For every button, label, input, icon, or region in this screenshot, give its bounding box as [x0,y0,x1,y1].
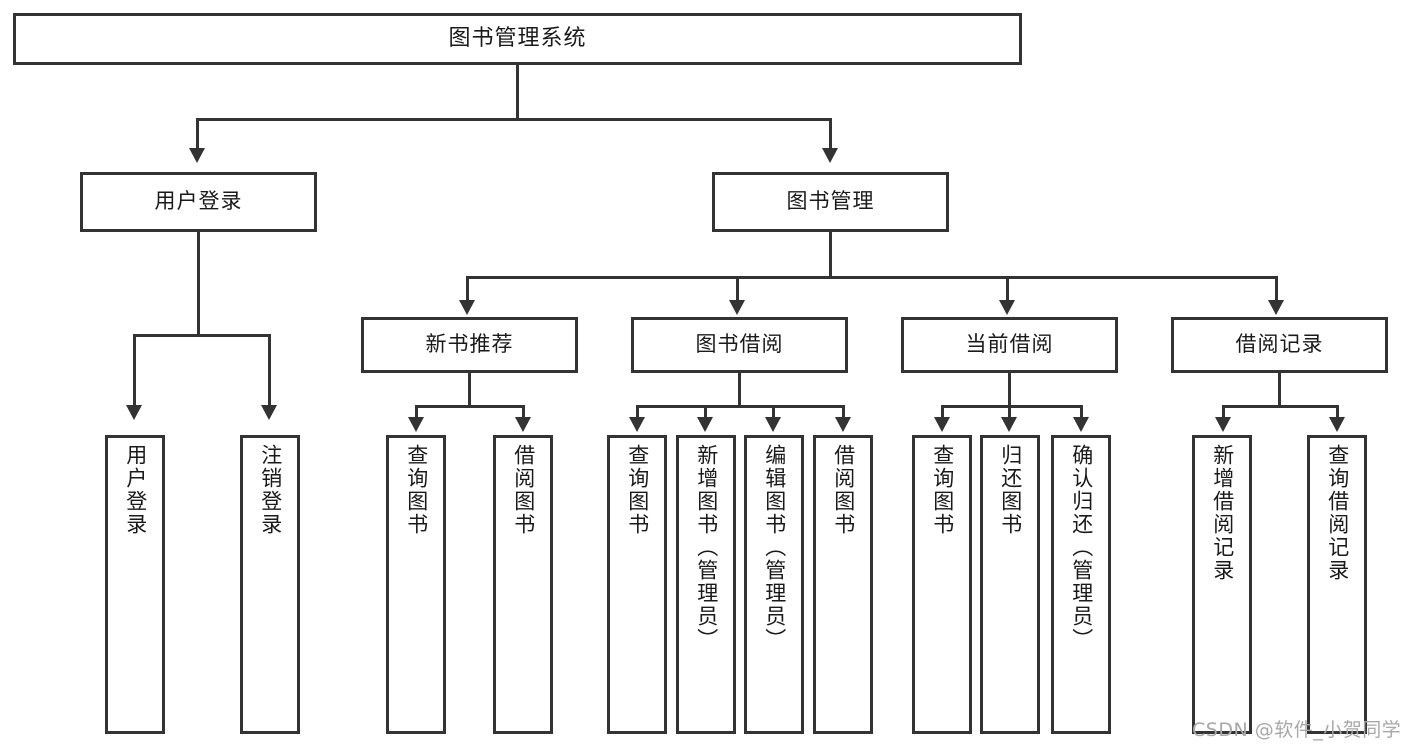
connector-root-bus [196,118,832,121]
connector-user-login-drop-2 [268,334,271,406]
node-label: 查询借阅记录 [1325,444,1350,582]
leaf-cb-return-book[interactable]: 归还图书 [980,435,1040,734]
node-book-borrow[interactable]: 图书借阅 [631,317,848,373]
leaf-cb-confirm-return-admin[interactable]: 确认归还（管理员） [1051,435,1111,734]
node-root-book-management-system[interactable]: 图书管理系统 [13,13,1022,65]
connector-root-to-book-management [829,118,832,150]
node-new-book-recommend[interactable]: 新书推荐 [361,317,578,373]
node-label: 借阅图书 [511,444,536,536]
arrowhead-bb-leaf-2 [697,417,713,432]
connector-root-stem [516,65,519,120]
connector-bm-drop-1 [466,276,469,302]
node-label: 新书推荐 [425,332,514,357]
node-book-management[interactable]: 图书管理 [712,172,949,232]
connector-br-bus [1222,405,1339,408]
csdn-watermark: CSDN @软件_小贺同学 [1192,719,1402,741]
connector-br-drop-2 [1336,405,1339,419]
leaf-bb-edit-book-admin[interactable]: 编辑图书（管理员） [744,435,804,734]
arrowhead-book-borrow [729,300,745,315]
connector-root-to-user-login [196,118,199,150]
connector-user-login-bus [133,334,271,337]
arrowhead-leaf-user-login [126,405,142,420]
leaf-br-query-record[interactable]: 查询借阅记录 [1307,435,1367,734]
arrowhead-current-borrow [999,300,1015,315]
connector-nbr-bus [415,405,525,408]
arrowhead-book-management [822,148,838,163]
leaf-bb-query-book[interactable]: 查询图书 [607,435,667,734]
connector-user-login-stem [197,232,200,336]
arrowhead-bb-leaf-1 [629,417,645,432]
leaf-nbr-borrow-book[interactable]: 借阅图书 [493,435,553,734]
node-label: 图书借阅 [695,332,784,357]
leaf-logout[interactable]: 注销登录 [240,435,300,734]
arrowhead-nbr-leaf-1 [408,417,424,432]
connector-cb-bus [941,405,1083,408]
node-current-borrow[interactable]: 当前借阅 [901,317,1118,373]
node-label: 新增图书（管理员） [694,444,719,651]
connector-nbr-drop-2 [522,405,525,419]
connector-cb-drop-2 [1008,405,1011,419]
connector-bb-stem [738,373,741,407]
arrowhead-bb-leaf-4 [835,417,851,432]
node-label: 借阅记录 [1235,332,1324,357]
arrowhead-br-leaf-2 [1329,417,1345,432]
connector-bb-drop-1 [636,405,639,419]
connector-bm-drop-2 [736,276,739,302]
leaf-user-login[interactable]: 用户登录 [105,435,165,734]
arrowhead-br-leaf-1 [1215,417,1231,432]
node-label: 注销登录 [258,444,283,536]
leaf-cb-query-book[interactable]: 查询图书 [912,435,972,734]
arrowhead-cb-leaf-1 [934,417,950,432]
connector-nbr-drop-1 [415,405,418,419]
node-label: 编辑图书（管理员） [762,444,787,651]
connector-br-drop-1 [1222,405,1225,419]
connector-br-stem [1278,373,1281,407]
leaf-br-add-record[interactable]: 新增借阅记录 [1192,435,1252,734]
connector-bb-bus [636,405,845,408]
connector-cb-drop-3 [1080,405,1083,419]
node-label: 确认归还（管理员） [1069,444,1094,651]
leaf-nbr-query-book[interactable]: 查询图书 [386,435,446,734]
node-label: 用户登录 [123,444,148,536]
node-label: 查询图书 [625,444,650,536]
connector-bb-drop-3 [772,405,775,419]
arrowhead-nbr-leaf-2 [515,417,531,432]
connector-cb-drop-1 [941,405,944,419]
node-label: 借阅图书 [831,444,856,536]
arrowhead-leaf-logout [261,405,277,420]
connector-bm-drop-3 [1006,276,1009,302]
arrowhead-borrow-record [1268,300,1284,315]
node-label: 图书管理系统 [448,25,587,51]
node-label: 图书管理 [786,189,875,214]
arrowhead-cb-leaf-2 [1001,417,1017,432]
arrowhead-new-book-recommend [459,300,475,315]
node-label: 归还图书 [998,444,1023,536]
connector-bb-drop-4 [842,405,845,419]
node-label: 用户登录 [154,189,243,214]
connector-book-management-bus [466,276,1278,279]
leaf-bb-add-book-admin[interactable]: 新增图书（管理员） [676,435,736,734]
node-borrow-record[interactable]: 借阅记录 [1171,317,1388,373]
connector-user-login-drop-1 [133,334,136,406]
node-label: 新增借阅记录 [1210,444,1235,582]
connector-bm-drop-4 [1275,276,1278,302]
connector-bb-drop-2 [704,405,707,419]
arrowhead-cb-leaf-3 [1073,417,1089,432]
arrowhead-user-login [189,148,205,163]
connector-nbr-stem [468,373,471,407]
node-user-login[interactable]: 用户登录 [80,172,317,232]
connector-book-management-stem [829,232,832,278]
node-label: 当前借阅 [965,332,1054,357]
leaf-bb-borrow-book[interactable]: 借阅图书 [813,435,873,734]
node-label: 查询图书 [930,444,955,536]
arrowhead-bb-leaf-3 [765,417,781,432]
connector-cb-stem [1008,373,1011,407]
node-label: 查询图书 [404,444,429,536]
